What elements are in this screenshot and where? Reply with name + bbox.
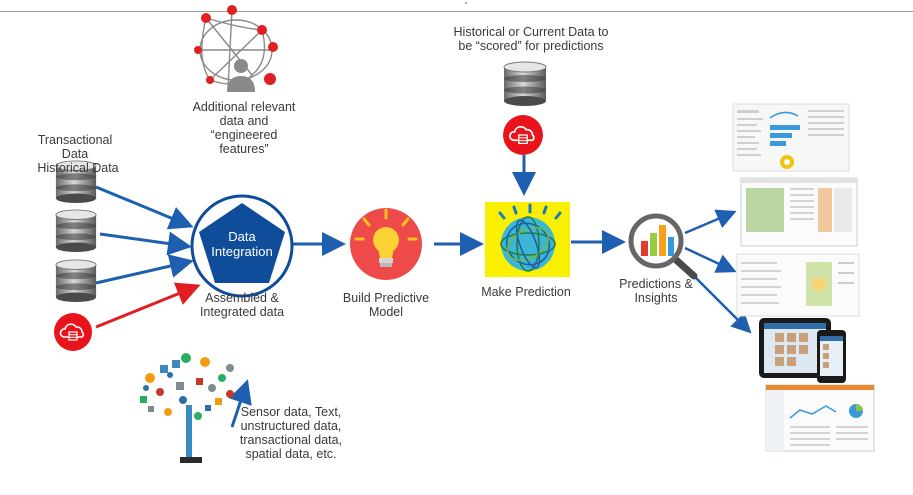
label-line: spatial data, etc. [245,447,337,461]
dashboard-thumbnail [740,177,858,247]
cloud-db-icon [53,312,93,352]
input-arrows [95,185,252,428]
magnifier-chart-icon [628,213,698,280]
integration-caption: Assembled & Integrated data [180,291,304,319]
label-line: “engineered [210,128,278,142]
label-line: Integration [211,244,273,259]
lightbulb-icon [350,208,422,280]
label-line: Build Predictive [342,291,430,305]
database-icon [503,61,547,107]
label-line: features” [219,142,269,156]
cloud-db-icon [502,114,544,156]
predictions-insights-label: Predictions & Insights [608,277,704,305]
watson-globe-icon [485,202,570,277]
dashboard-thumbnail [736,253,860,317]
label-line: Model [368,305,404,319]
label-line: Sensor data, Text, [240,405,342,419]
database-icon [55,259,97,303]
label-line: unstructured data, [240,419,342,433]
label-line: Make Prediction [481,285,571,299]
build-model-label: Build Predictive Model [330,291,442,319]
label-line: transactional data, [239,433,343,447]
dashboard-thumbnail [732,103,850,172]
label-line: Data [61,147,89,161]
sensor-data-label: Sensor data, Text, unstructured data, tr… [226,405,356,461]
label-line: Additional relevant [192,100,296,114]
historical-data-label: Historical Data [30,161,126,175]
tree-icons-icon [140,353,234,463]
top-divider [0,11,913,12]
integration-label: Data Integration [204,229,280,259]
network-person-icon [194,5,278,92]
additional-data-label: Additional relevant data and “engineered… [178,100,310,156]
dashboard-thumbnail [765,384,875,452]
data-integration-pentagon [190,194,294,298]
label-line: Historical or Current Data to [453,25,609,39]
label-line: Transactional [37,133,113,147]
label-line: Insights [634,291,678,305]
label-line: Data [228,229,256,244]
label-line: data and [219,114,269,128]
label-line: Integrated data [199,305,285,319]
label-line: Assembled & [205,291,279,305]
label-line: be “scored” for predictions [458,39,604,53]
scoring-data-label: Historical or Current Data to be “scored… [436,25,626,53]
label-line: Historical Data [37,161,119,175]
make-prediction-label: Make Prediction [466,285,586,299]
database-icon [55,209,97,253]
transactional-data-label: Transactional Data [28,133,122,161]
tablet-phone-icon [759,318,846,383]
top-dot [465,2,467,4]
label-line: Predictions & [619,277,693,291]
